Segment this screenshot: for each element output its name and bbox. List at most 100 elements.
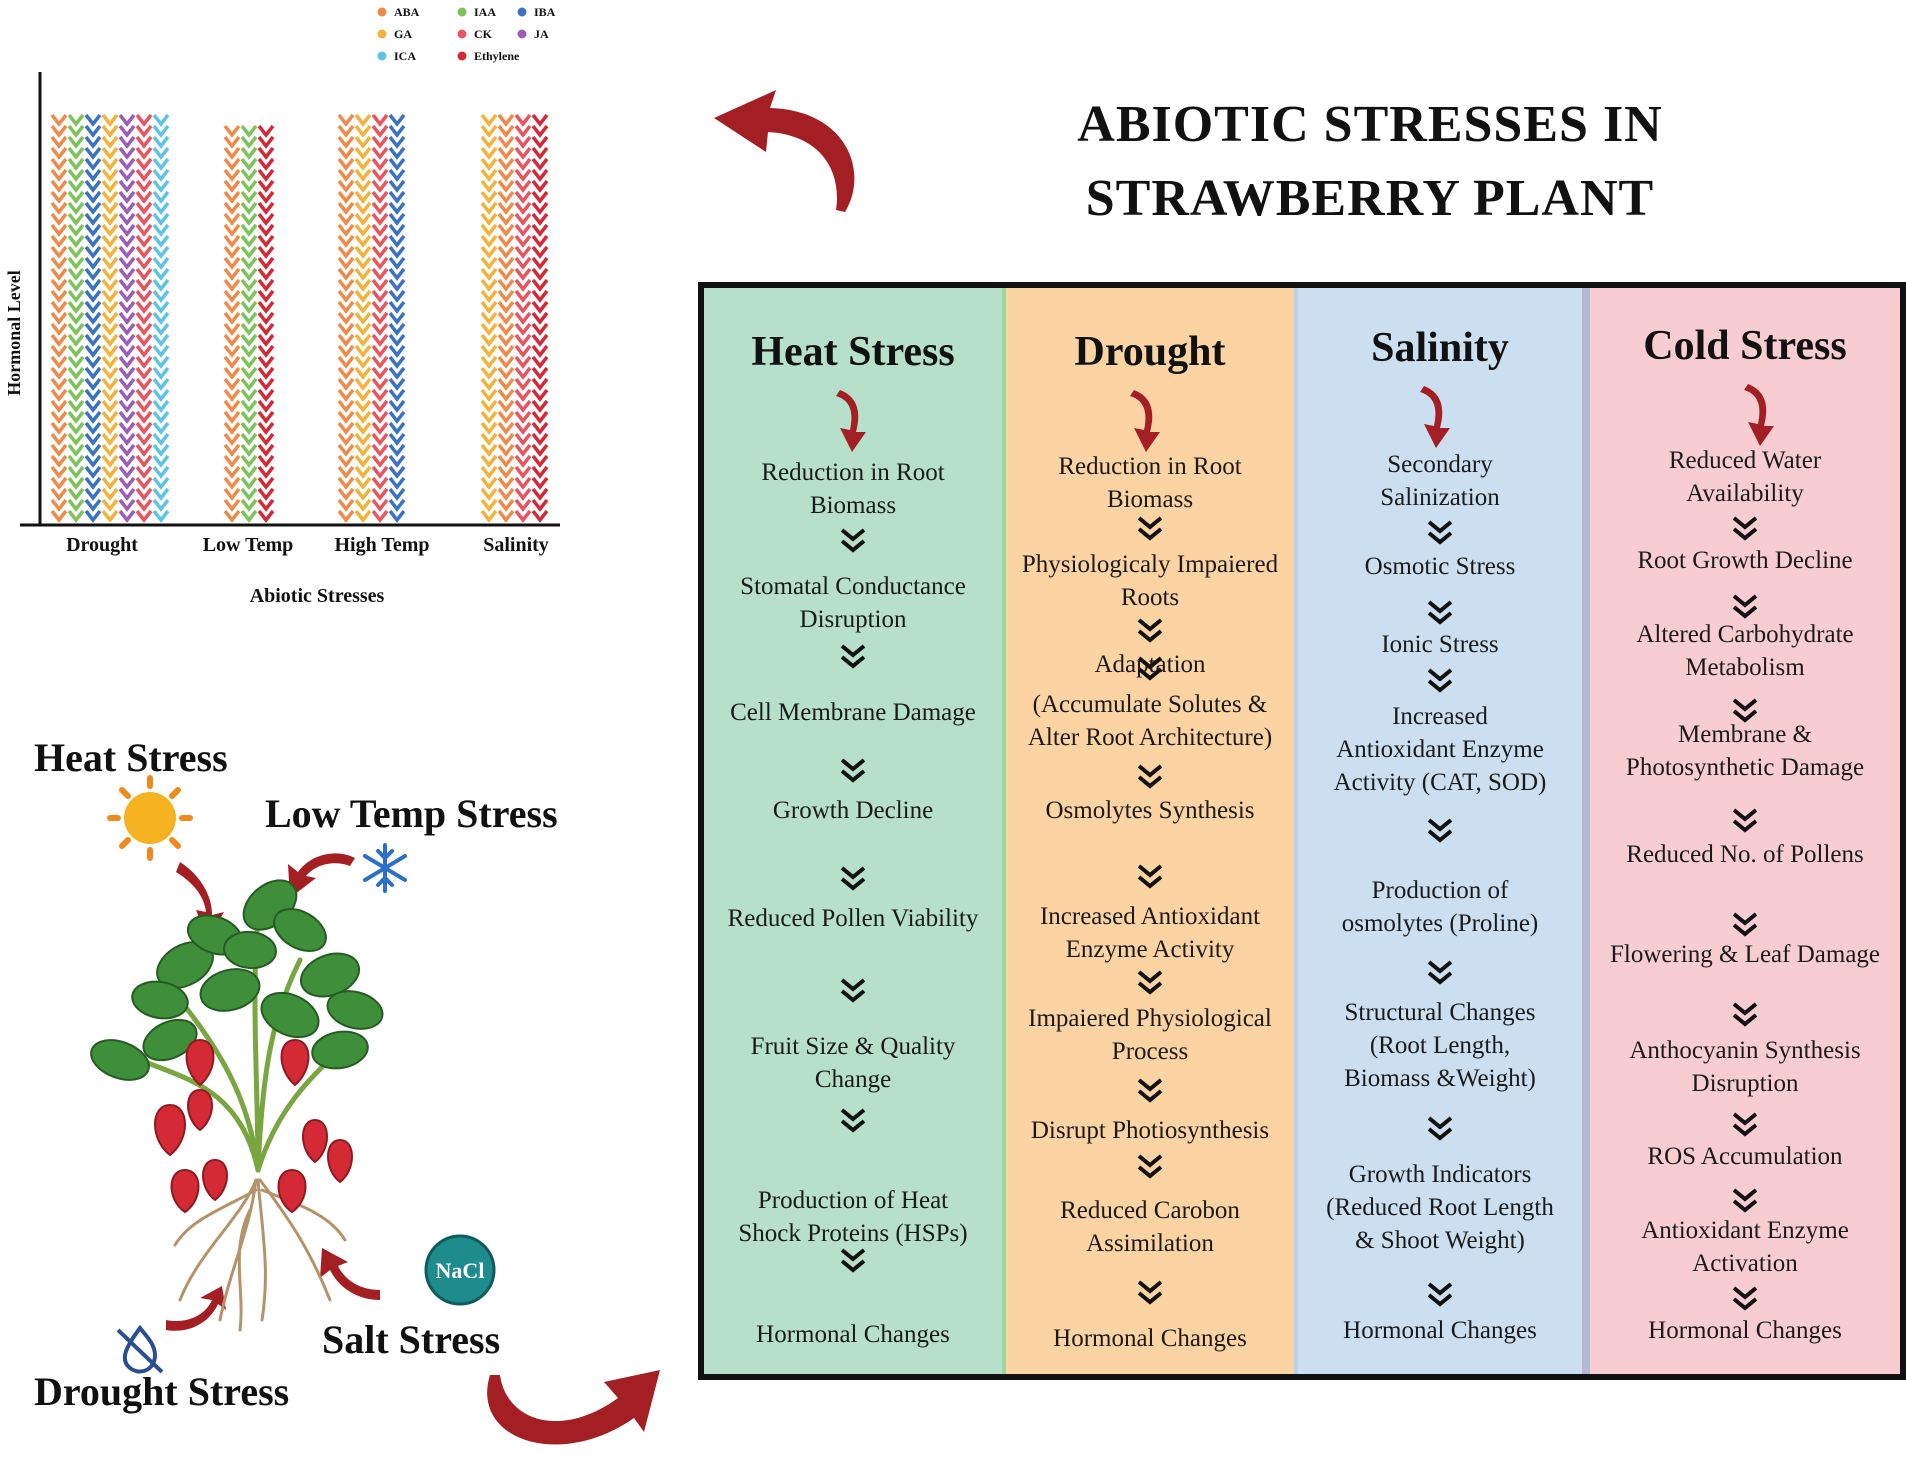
curved-arrow-icon <box>176 862 224 940</box>
chart-bar <box>354 113 372 523</box>
column-title: Heat Stress <box>751 329 955 375</box>
chart-x-axis-title: Abiotic Stresses <box>250 585 385 607</box>
chart-bar <box>337 113 355 523</box>
legend-label: ICA <box>394 49 416 63</box>
legend-marker <box>517 7 527 17</box>
flow-step: Ionic Stress <box>1381 631 1499 658</box>
double-chevron-down-icon <box>1732 1112 1758 1137</box>
plant-leaves <box>90 879 384 1081</box>
legend-label: Ethylene <box>474 49 520 63</box>
flow-step: Osmolytes Synthesis <box>1045 797 1255 824</box>
double-chevron-down-icon <box>1137 656 1163 681</box>
double-chevron-down-icon <box>840 978 866 1003</box>
page-title-line: STRAWBERRY PLANT <box>1085 170 1655 227</box>
double-chevron-down-icon <box>1732 1188 1758 1213</box>
double-chevron-down-icon <box>1732 698 1758 723</box>
curved-arrow-icon <box>714 90 855 212</box>
flow-step: Hormonal Changes <box>1343 1317 1537 1344</box>
curved-arrow-icon <box>836 390 866 452</box>
chart-bar <box>514 113 532 523</box>
column-title: Salinity <box>1371 325 1509 371</box>
flow-step: Structural Changes(Root Length,Biomass &… <box>1344 999 1536 1092</box>
legend-marker <box>457 51 467 61</box>
chart-bar <box>101 113 119 523</box>
chart-bar <box>135 113 153 523</box>
flow-step: ROS Accumulation <box>1647 1143 1843 1170</box>
chart-bars <box>50 113 549 523</box>
double-chevron-down-icon <box>1137 618 1163 643</box>
chart-bar <box>240 124 258 523</box>
flow-step: Reduced Pollen Viability <box>727 905 979 932</box>
double-chevron-down-icon <box>840 644 866 669</box>
double-chevron-down-icon <box>1732 1286 1758 1311</box>
double-chevron-down-icon <box>1427 600 1453 625</box>
legend-marker <box>377 29 387 39</box>
flow-step: Hormonal Changes <box>756 1321 950 1348</box>
column-title: Drought <box>1074 329 1226 375</box>
flow-step: Reduced No. of Pollens <box>1626 841 1864 868</box>
double-chevron-down-icon <box>1427 1282 1453 1307</box>
legend-marker <box>377 51 387 61</box>
chart-bar <box>531 113 549 523</box>
double-chevron-down-icon <box>1137 970 1163 995</box>
double-chevron-down-icon <box>1427 960 1453 985</box>
chart-bar <box>50 113 68 523</box>
double-chevron-down-icon <box>840 866 866 891</box>
double-chevron-down-icon <box>1732 808 1758 833</box>
chart-bar <box>84 113 102 523</box>
sun-icon <box>107 775 193 861</box>
x-tick-label: Salinity <box>483 534 549 556</box>
flow-step: Growth Indicators(Reduced Root Length& S… <box>1326 1161 1554 1254</box>
strawberries <box>154 1038 353 1214</box>
chart-bar <box>152 113 170 523</box>
curved-arrow-icon <box>320 1248 380 1300</box>
double-chevron-down-icon <box>1427 520 1453 545</box>
double-chevron-down-icon <box>1137 1078 1163 1103</box>
double-chevron-down-icon <box>840 1108 866 1133</box>
curved-arrow-icon <box>1130 390 1160 452</box>
column-title: Cold Stress <box>1643 323 1847 369</box>
water-drop-slashed-icon <box>116 1324 164 1374</box>
plant-stems <box>137 897 353 1173</box>
flow-step: Cell Membrane Damage <box>730 699 976 726</box>
double-chevron-down-icon <box>1427 1116 1453 1141</box>
drought-stress-label: Drought Stress <box>34 1369 290 1414</box>
legend-marker <box>377 7 387 17</box>
legend-label: JA <box>534 27 549 41</box>
flow-step: Root Growth Decline <box>1637 547 1853 574</box>
double-chevron-down-icon <box>1732 1002 1758 1027</box>
flow-step: Disrupt Photiosynthesis <box>1030 1117 1270 1144</box>
flow-step: Hormonal Changes <box>1053 1325 1247 1352</box>
low-temp-stress-label: Low Temp Stress <box>265 791 558 836</box>
flow-step: Osmotic Stress <box>1364 553 1516 580</box>
chart-bar <box>118 113 136 523</box>
double-chevron-down-icon <box>1137 864 1163 889</box>
double-chevron-down-icon <box>1732 594 1758 619</box>
flow-step: Membrane &Photosynthetic Damage <box>1625 721 1865 781</box>
double-chevron-down-icon <box>1137 1154 1163 1179</box>
double-chevron-down-icon <box>840 758 866 783</box>
nacl-icon: NaCl <box>424 1234 496 1306</box>
heat-stress-label: Heat Stress <box>34 735 228 780</box>
double-chevron-down-icon <box>1427 818 1453 843</box>
chart-bar <box>480 113 498 523</box>
chart-bar <box>371 113 389 523</box>
double-chevron-down-icon <box>1732 912 1758 937</box>
chart-bar <box>67 113 85 523</box>
chart-y-axis-title: Hormonal Level <box>4 270 24 395</box>
curved-arrow-icon <box>1744 384 1774 446</box>
